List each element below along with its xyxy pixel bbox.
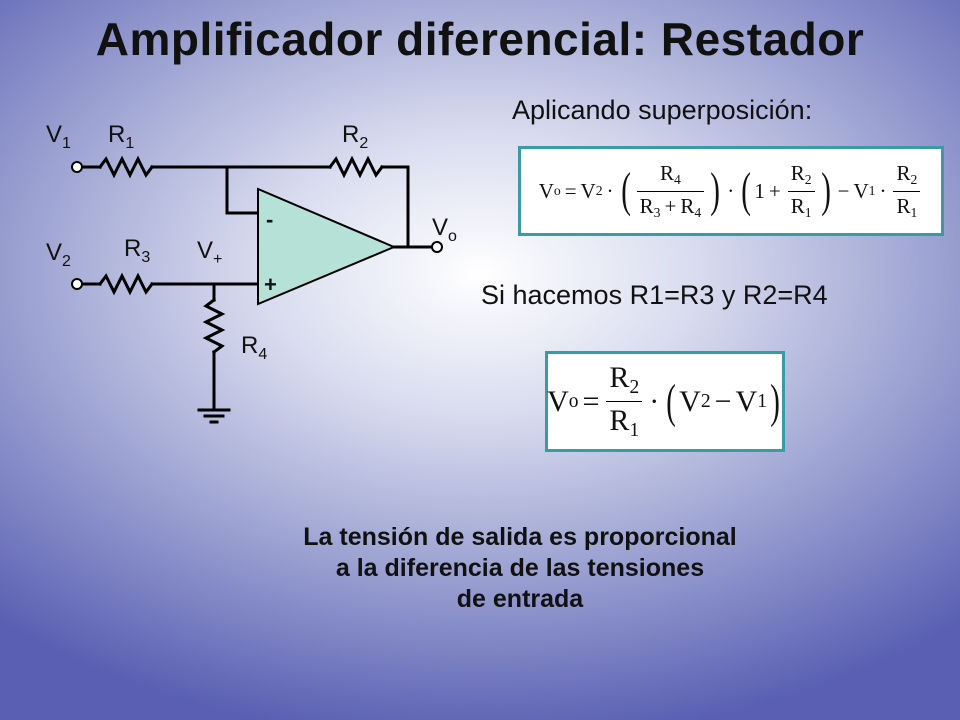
conclusion-line-3: de entrada xyxy=(456,585,584,613)
terminal-v1 xyxy=(71,161,83,173)
condition-text: Si hacemos R1=R3 y R2=R4 xyxy=(481,280,828,310)
fraction-r2-over-r1: R2 R1 xyxy=(787,161,815,220)
conclusion-line-2: a la diferencia de las tensiones xyxy=(335,554,705,582)
slide-title: Amplificador diferencial: Restador xyxy=(95,13,865,65)
label-v1: V1 xyxy=(46,121,71,152)
label-r3: R3 xyxy=(124,235,151,266)
label-r4: R4 xyxy=(241,332,268,363)
label-vplus: V+ xyxy=(197,237,223,268)
circuit-wires xyxy=(76,155,438,424)
label-r2: R2 xyxy=(342,121,369,152)
superposition-heading: Aplicando superposición: xyxy=(512,95,813,125)
opamp-minus-sign: - xyxy=(266,207,274,232)
label-v2: V2 xyxy=(46,239,71,270)
fraction-r2-over-r1-second: R2 R1 xyxy=(893,161,921,220)
terminal-vo xyxy=(431,241,443,253)
resistor-r2 xyxy=(327,155,385,179)
fraction-r4-over-r3-plus-r4: R4 R3+R4 xyxy=(636,161,705,220)
opamp-plus-sign: + xyxy=(264,272,277,297)
resistor-r1 xyxy=(97,155,155,179)
terminal-v2 xyxy=(71,278,83,290)
label-vo: Vo xyxy=(432,214,457,245)
label-r1: R1 xyxy=(108,121,135,152)
resistor-r4 xyxy=(202,297,226,355)
fraction-r2-over-r1-simplified: R2 R1 xyxy=(606,361,643,442)
conclusion-text: La tensión de salida es proporcional a l… xyxy=(200,522,840,615)
opamp-triangle xyxy=(257,187,397,306)
conclusion-line-1: La tensión de salida es proporcional xyxy=(303,523,737,551)
resistor-r3 xyxy=(97,272,155,296)
